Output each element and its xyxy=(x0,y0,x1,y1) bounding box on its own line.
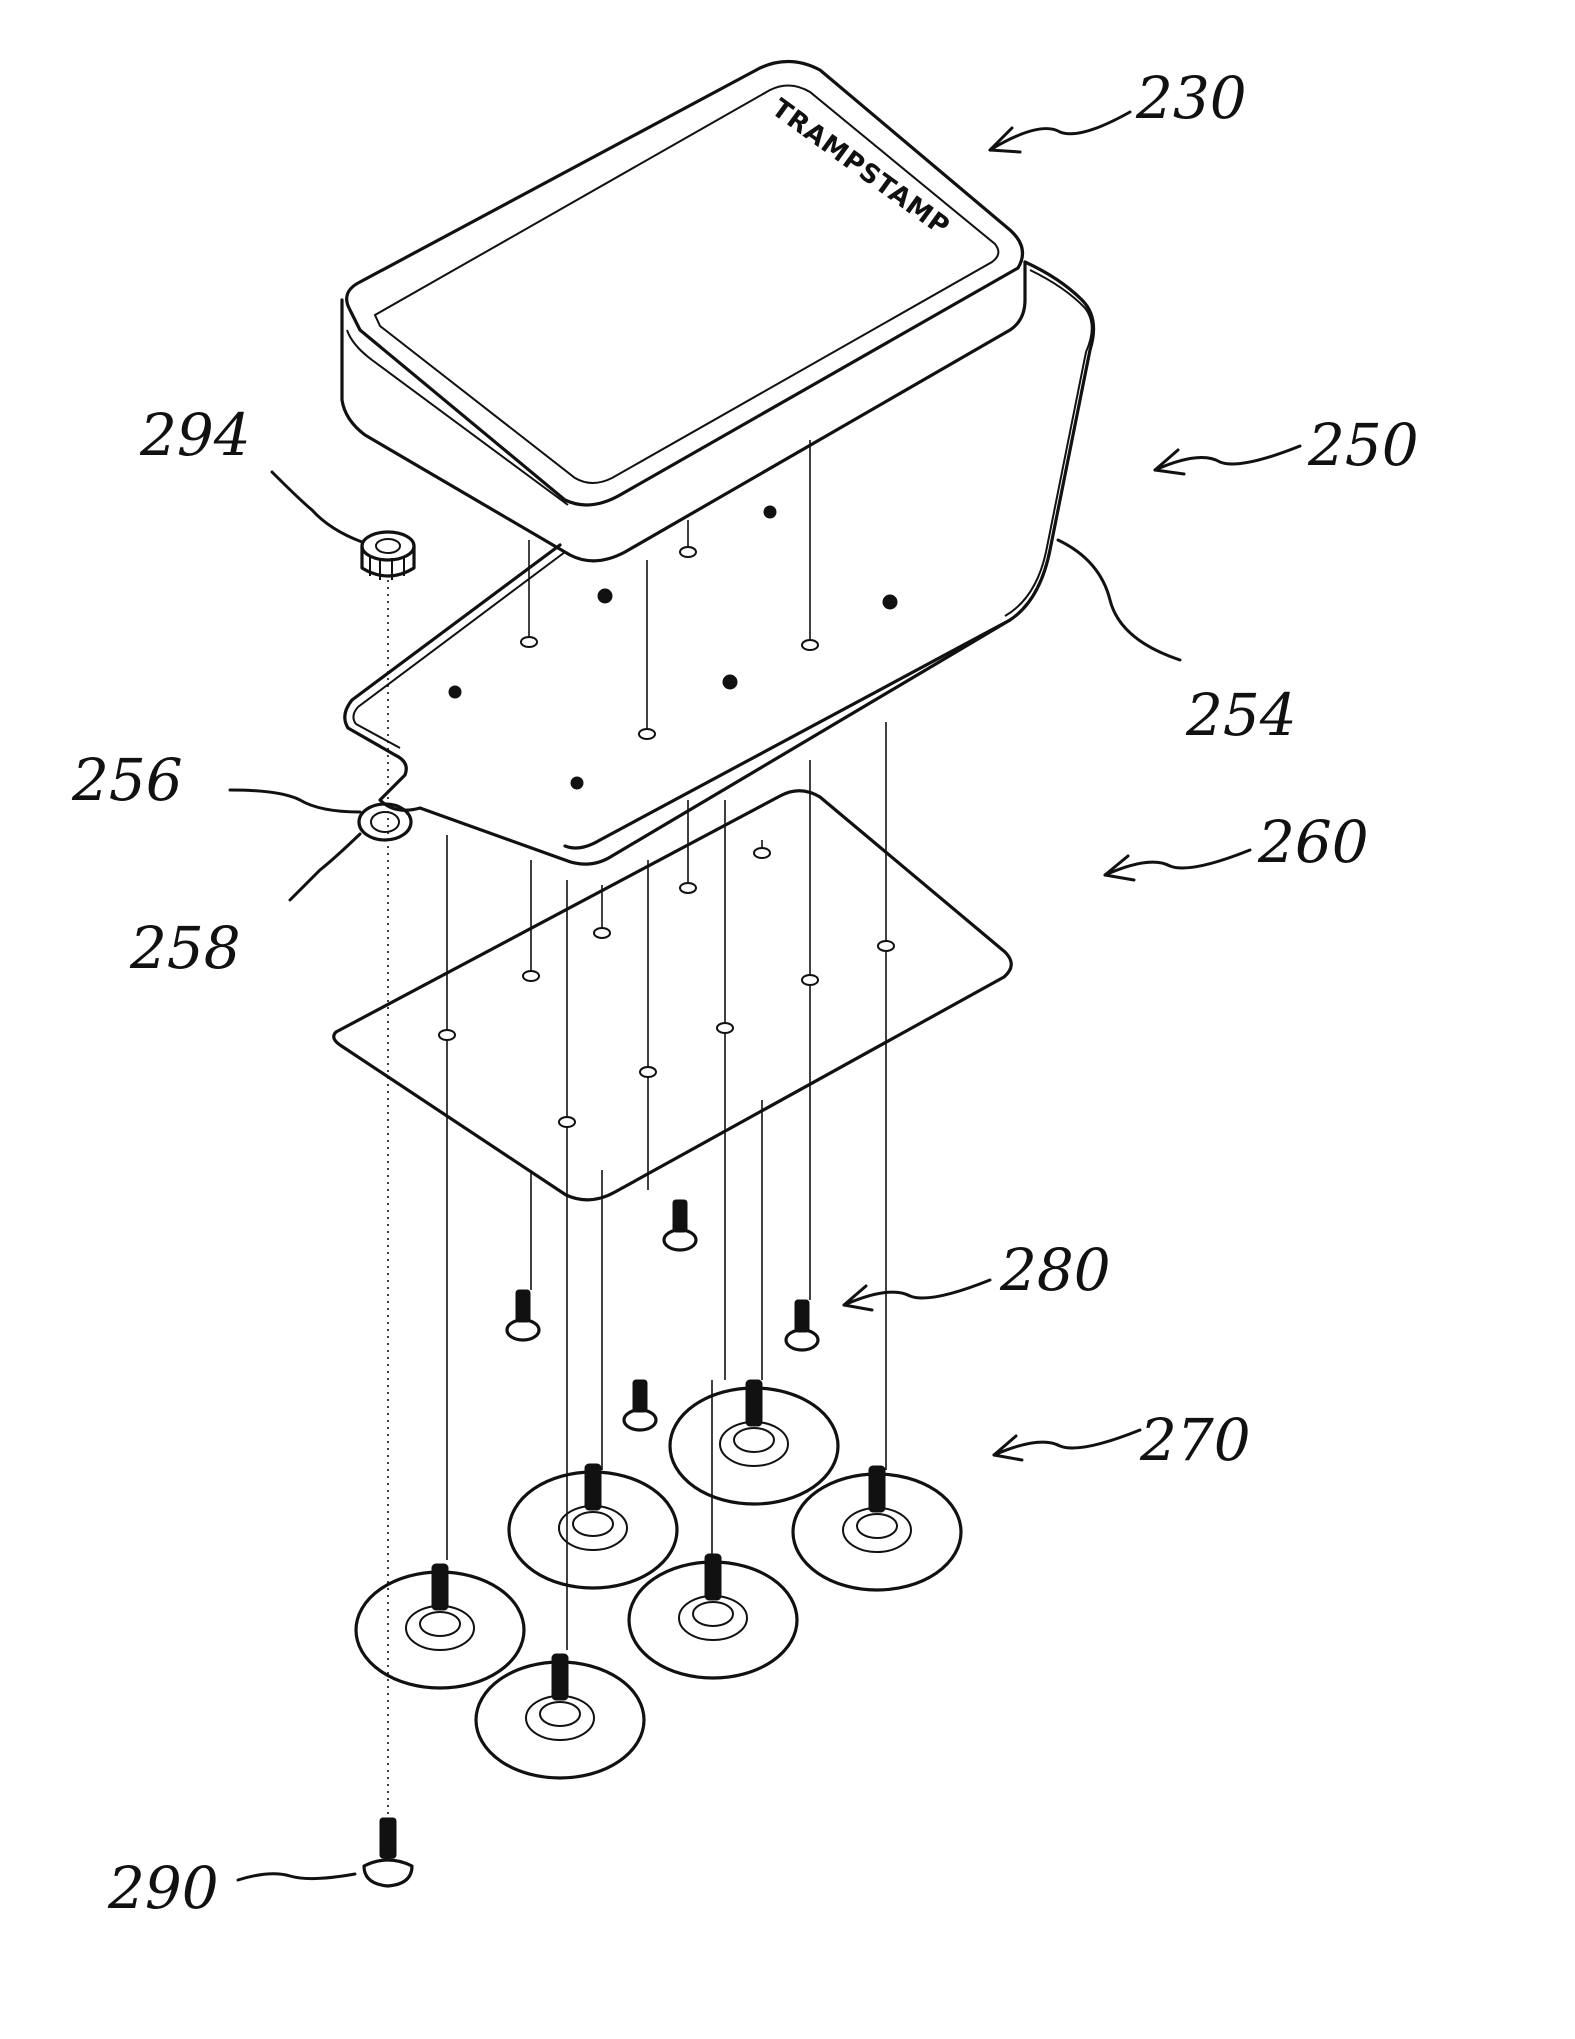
brand-logo-text: TRAMPSTAMP xyxy=(766,93,955,242)
screw xyxy=(507,1290,539,1340)
bolt-part xyxy=(364,1818,412,1886)
suction-cup xyxy=(476,1654,644,1778)
label-290: 290 xyxy=(107,1854,219,1922)
washer-ring xyxy=(371,812,399,832)
label-254: 254 xyxy=(1185,681,1297,749)
cover-part: TRAMPSTAMP xyxy=(342,61,1025,560)
label-270: 270 xyxy=(1139,1406,1251,1474)
base-part xyxy=(345,262,1094,864)
screws-part xyxy=(507,1200,818,1430)
label-280: 280 xyxy=(999,1236,1111,1304)
label-250: 250 xyxy=(1307,411,1419,479)
screw xyxy=(624,1380,656,1430)
label-256: 256 xyxy=(71,746,183,814)
screw xyxy=(786,1300,818,1350)
screw xyxy=(664,1200,696,1250)
leader-lines xyxy=(230,112,1300,1880)
label-230: 230 xyxy=(1135,64,1247,132)
reference-labels: 230 250 254 256 258 260 270 280 290 294 xyxy=(71,64,1419,1922)
tab-hole xyxy=(359,804,411,840)
label-294: 294 xyxy=(139,401,251,469)
mounting-plate-part xyxy=(334,791,1012,1200)
nut-part xyxy=(362,532,414,580)
label-258: 258 xyxy=(129,914,241,982)
assembly-guide-lines xyxy=(447,440,886,1650)
suction-cup xyxy=(509,1464,677,1588)
label-260: 260 xyxy=(1257,808,1369,876)
suction-cup xyxy=(670,1380,838,1504)
suction-cup xyxy=(356,1564,524,1688)
suction-cup xyxy=(629,1554,797,1678)
